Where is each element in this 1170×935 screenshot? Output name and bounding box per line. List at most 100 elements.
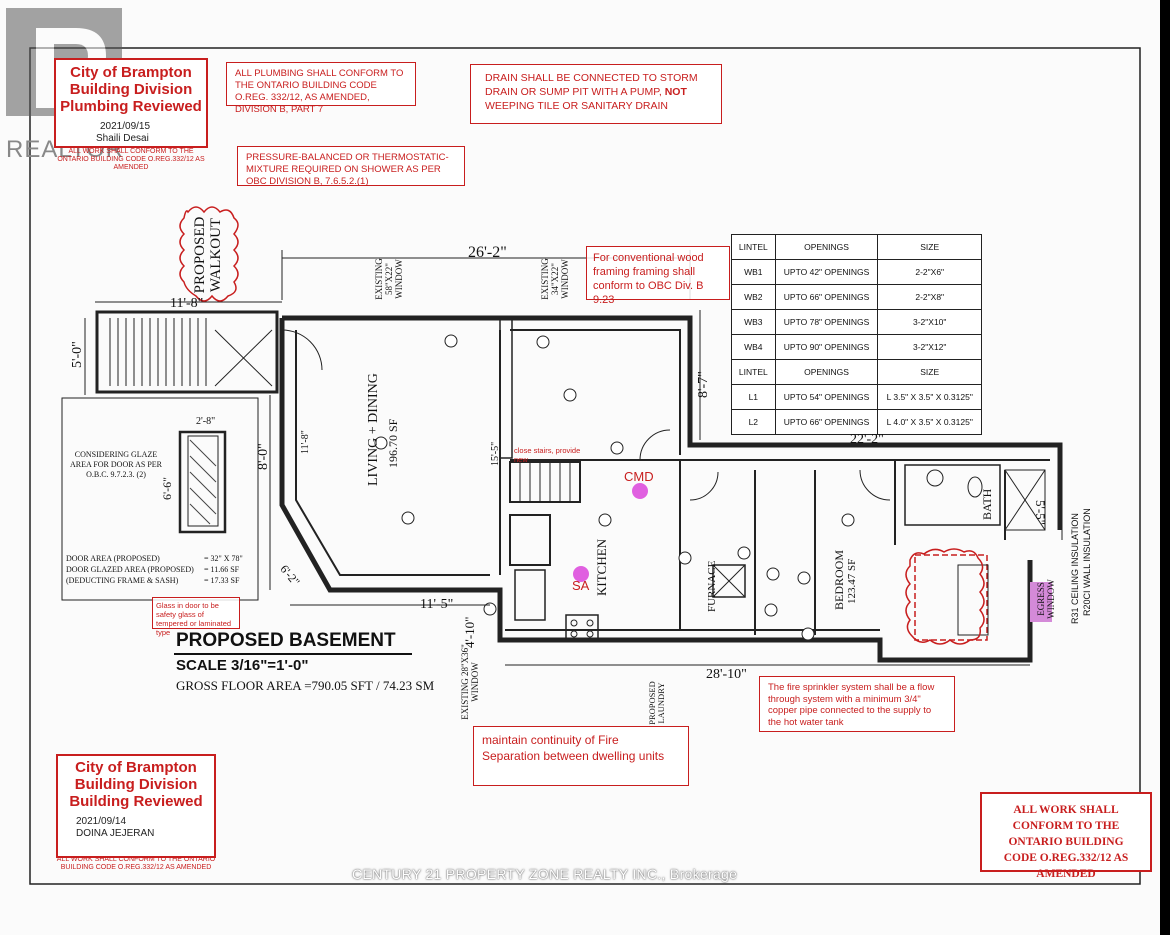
door-height: 6'-6" xyxy=(160,476,174,500)
lintel-cell: UPTO 54" OPENINGS xyxy=(774,384,879,410)
lintel-row: WB3 UPTO 78" OPENINGS 3-2"X10" xyxy=(731,309,982,335)
stamp-reviewer: DOINA JEJERAN xyxy=(76,828,155,839)
note-safety-glass: Glass in door to be safety glass of temp… xyxy=(152,597,240,637)
lintel-cell: UPTO 90" OPENINGS xyxy=(774,334,879,360)
brokerage-footer: CENTURY 21 PROPERTY ZONE REALTY INC., Br… xyxy=(352,866,738,882)
stamp-date: 2021/09/14 xyxy=(76,816,127,827)
note-close-stairs: close stairs, provide new xyxy=(514,446,581,464)
plumbing-stamp-footer: ALL WORK SHALL CONFORM TO THE ONTARIO BU… xyxy=(57,148,205,171)
lintel-header-cell: SIZE xyxy=(877,234,982,260)
dim-118: 11'-8" xyxy=(300,430,311,454)
lintel-cell: L2 xyxy=(731,409,776,435)
door-area-value: = 32" X 78" xyxy=(204,554,243,563)
insulation-wall: R20CI WALL INSULATION xyxy=(1082,508,1092,616)
insulation-ceiling: R31 CEILING INSULATION xyxy=(1070,513,1080,624)
gross-floor-area: GROSS FLOOR AREA =790.05 SFT / 74.23 SM xyxy=(176,678,435,693)
lintel-cell: UPTO 42" OPENINGS xyxy=(774,259,879,285)
dim-left-5: 5'-0" xyxy=(70,341,85,368)
note-drain: DRAIN SHALL BE CONNECTED TO STORM DRAIN … xyxy=(470,64,722,124)
room-living-dining: LIVING + DINING xyxy=(366,373,381,486)
lintel-schedule-table: LINTEL OPENINGS SIZE WB1 UPTO 42" OPENIN… xyxy=(731,234,982,435)
glazed-area-label: DOOR GLAZED AREA (PROPOSED) xyxy=(66,565,194,574)
note-drain-not: NOT xyxy=(664,86,687,98)
lintel-cell: L 4.0" X 3.5" X 0.3125" xyxy=(877,409,982,435)
lintel-header-cell: OPENINGS xyxy=(774,234,879,260)
plan-title-underline xyxy=(174,653,412,655)
building-stamp-footer: ALL WORK SHALL CONFORM TO THE ONTARIO BU… xyxy=(56,856,216,871)
plan-title: PROPOSED BASEMENT xyxy=(176,630,396,651)
room-laundry: PROPOSED LAUNDRY xyxy=(647,681,666,725)
lintel-cell: WB2 xyxy=(731,284,776,310)
dim-right-55: 5'-5" xyxy=(1033,500,1048,525)
sa-label: SA xyxy=(572,578,590,593)
lintel-cell: WB1 xyxy=(731,259,776,285)
room-bedroom: BEDROOM xyxy=(832,549,846,610)
stamp-line-1: City of Brampton xyxy=(70,64,192,81)
lintel-header-cell: OPENINGS xyxy=(774,359,879,385)
walkout-label: PROPOSED WALKOUT xyxy=(192,216,224,294)
lintel-row: WB4 UPTO 90" OPENINGS 3-2"X12" xyxy=(731,334,982,360)
building-review-stamp: City of Brampton Building Division Build… xyxy=(56,754,216,858)
lintel-cell: L1 xyxy=(731,384,776,410)
dim-right-87: 8'-7" xyxy=(696,371,711,398)
obc-conform-stamp: ALL WORK SHALL CONFORM TO THE ONTARIO BU… xyxy=(980,792,1152,880)
room-living-area: 196.70 SF xyxy=(386,418,400,468)
stamp-line-2: Building Division xyxy=(69,81,193,98)
plumbing-review-stamp: City of Brampton Building Division Plumb… xyxy=(54,58,208,148)
sa-marker xyxy=(573,566,589,582)
window-existing-28x36: EXISTING 28"X36" WINDOW xyxy=(460,644,480,720)
lintel-header-cell: LINTEL xyxy=(731,359,776,385)
door-area-label: DOOR AREA (PROPOSED) xyxy=(66,554,160,563)
lintel-row: WB1 UPTO 42" OPENINGS 2-2"X6" xyxy=(731,259,982,285)
deduct-label: (DEDUCTING FRAME & SASH) xyxy=(66,576,179,585)
lintel-cell: 3-2"X10" xyxy=(877,309,982,335)
dim-stair: 11'-8" xyxy=(170,296,204,311)
room-bath: BATH xyxy=(980,488,994,520)
stamp-line-3: Plumbing Reviewed xyxy=(60,98,202,115)
stamp-reviewer: Shaili Desai xyxy=(96,133,149,144)
lintel-header-2: LINTEL OPENINGS SIZE xyxy=(731,359,982,385)
plan-scale: SCALE 3/16"=1'-0" xyxy=(176,657,309,674)
cmd-label: CMD xyxy=(624,469,654,484)
dim-mid-222: 22'-2" xyxy=(850,432,884,447)
lintel-header-cell: SIZE xyxy=(877,359,982,385)
note-sprinkler: The fire sprinkler system shall be a flo… xyxy=(759,676,955,732)
deduct-value: = 17.33 SF xyxy=(204,576,240,585)
lintel-header: LINTEL OPENINGS SIZE xyxy=(731,234,982,260)
stamp-line-3: Building Reviewed xyxy=(69,793,203,810)
note-pressure: PRESSURE-BALANCED OR THERMOSTATIC-MIXTUR… xyxy=(237,146,465,187)
stamp-line-2: Building Division xyxy=(74,776,198,793)
note-drain-b: WEEPING TILE OR SANITARY DRAIN xyxy=(485,100,669,112)
lintel-cell: L 3.5" X 3.5" X 0.3125" xyxy=(877,384,982,410)
glazed-area-value: = 11.66 SF xyxy=(204,565,240,574)
stamp-line-1: City of Brampton xyxy=(75,759,197,776)
dim-bot-2810: 28'-10" xyxy=(706,667,747,682)
door-calc-heading: CONSIDERING GLAZE AREA FOR DOOR AS PER O… xyxy=(69,450,163,479)
lintel-row: L2 UPTO 66" OPENINGS L 4.0" X 3.5" X 0.3… xyxy=(731,409,982,435)
cmd-marker xyxy=(632,483,648,499)
note-fire-separation: maintain continuity of Fire Separation b… xyxy=(473,726,689,786)
lintel-cell: WB3 xyxy=(731,309,776,335)
lintel-cell: UPTO 78" OPENINGS xyxy=(774,309,879,335)
dim-bot-115: 11'-5" xyxy=(420,597,454,612)
lintel-cell: UPTO 66" OPENINGS xyxy=(774,409,879,435)
note-drain-a: DRAIN SHALL BE CONNECTED TO STORM DRAIN … xyxy=(485,72,698,98)
room-bedroom-area: 123.47 SF xyxy=(846,558,858,604)
dim-left-8: 8'-0" xyxy=(256,443,271,470)
lintel-cell: UPTO 66" OPENINGS xyxy=(774,284,879,310)
door-width: 2'-8" xyxy=(196,416,216,427)
lintel-cell: 2-2"X6" xyxy=(877,259,982,285)
egress-window-label: EGRESS WINDOW xyxy=(1036,579,1056,619)
stamp-date: 2021/09/15 xyxy=(100,121,151,132)
lintel-cell: 3-2"X12" xyxy=(877,334,982,360)
note-plumbing-conform: ALL PLUMBING SHALL CONFORM TO THE ONTARI… xyxy=(226,62,416,115)
lintel-row: WB2 UPTO 66" OPENINGS 2-2"X8" xyxy=(731,284,982,310)
room-furnace: FURNACE xyxy=(706,560,718,612)
dim-top: 26'-2" xyxy=(468,244,507,261)
dim-155: 15'-5" xyxy=(490,441,501,466)
window-existing-58x22: EXISTING 58"X22" WINDOW xyxy=(374,258,404,300)
window-existing-34x22: EXISTING 34"X22" WINDOW xyxy=(540,258,570,300)
lintel-cell: 2-2"X8" xyxy=(877,284,982,310)
